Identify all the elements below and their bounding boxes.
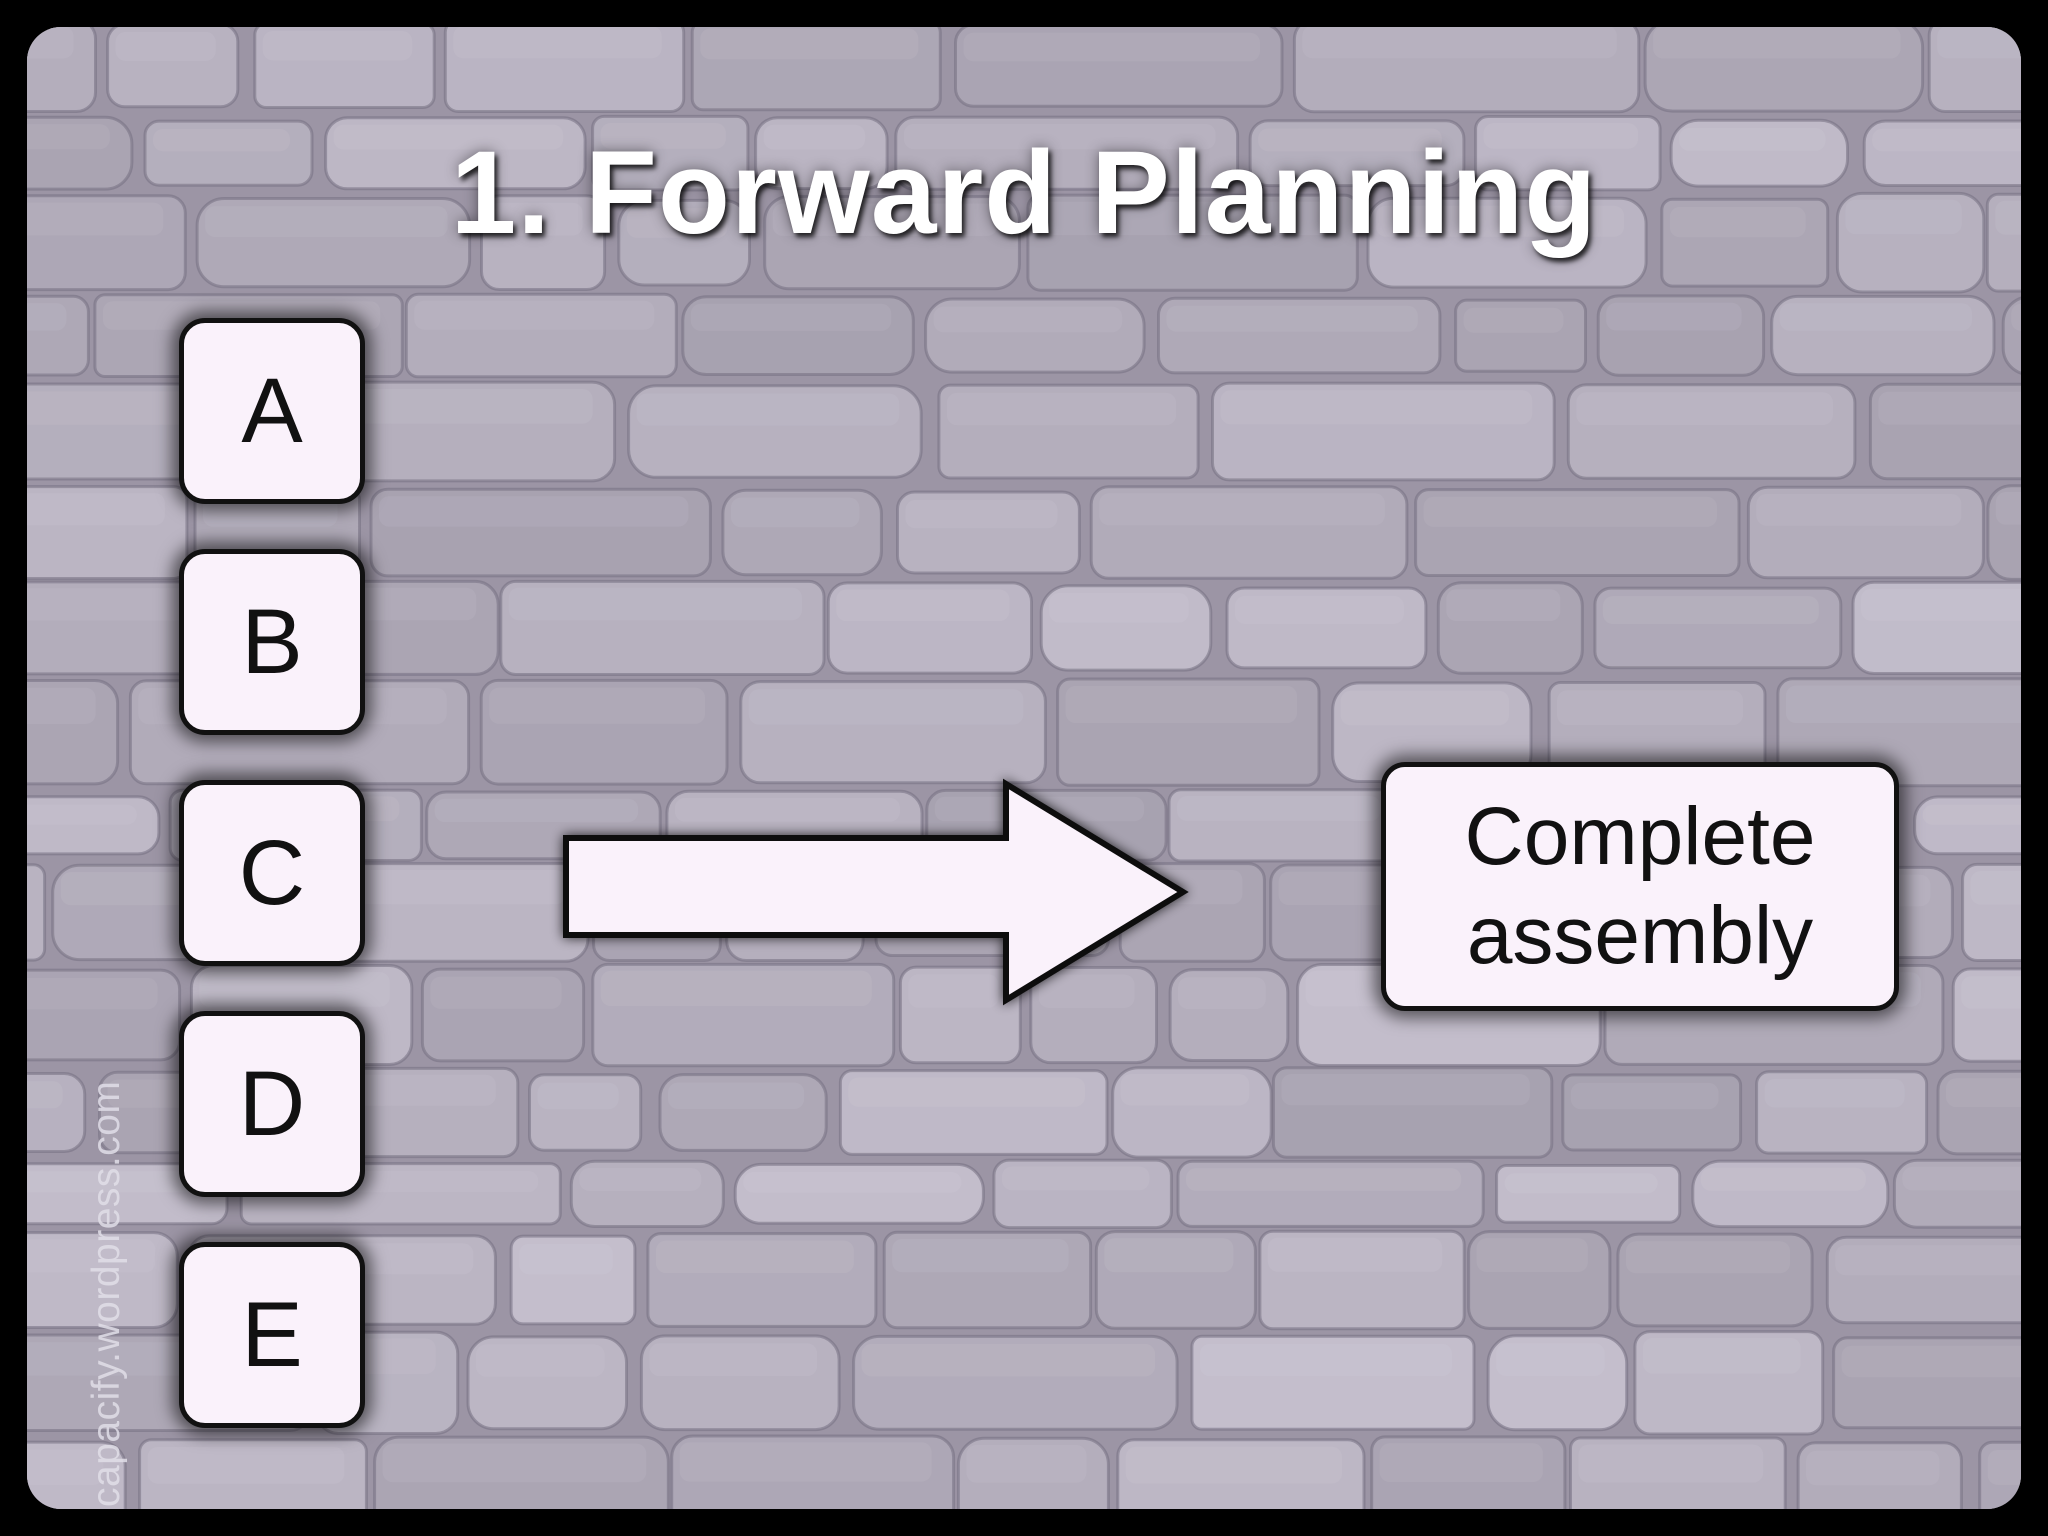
component-box-b: B [179,549,365,735]
result-line-1: Complete [1464,791,1816,883]
watermark: capacify.wordpress.com [85,1080,128,1507]
component-box-a: A [179,318,365,504]
component-box-d: D [179,1011,365,1197]
complete-assembly-box: Complete assembly [1381,762,1899,1011]
result-line-2: assembly [1466,889,1814,981]
component-box-c: C [179,780,365,966]
slide: 1. Forward Planning A B C D E Complete a… [27,27,2021,1509]
right-arrow-icon [563,778,1189,1006]
component-box-e: E [179,1242,365,1428]
slide-title: 1. Forward Planning [450,127,1598,259]
